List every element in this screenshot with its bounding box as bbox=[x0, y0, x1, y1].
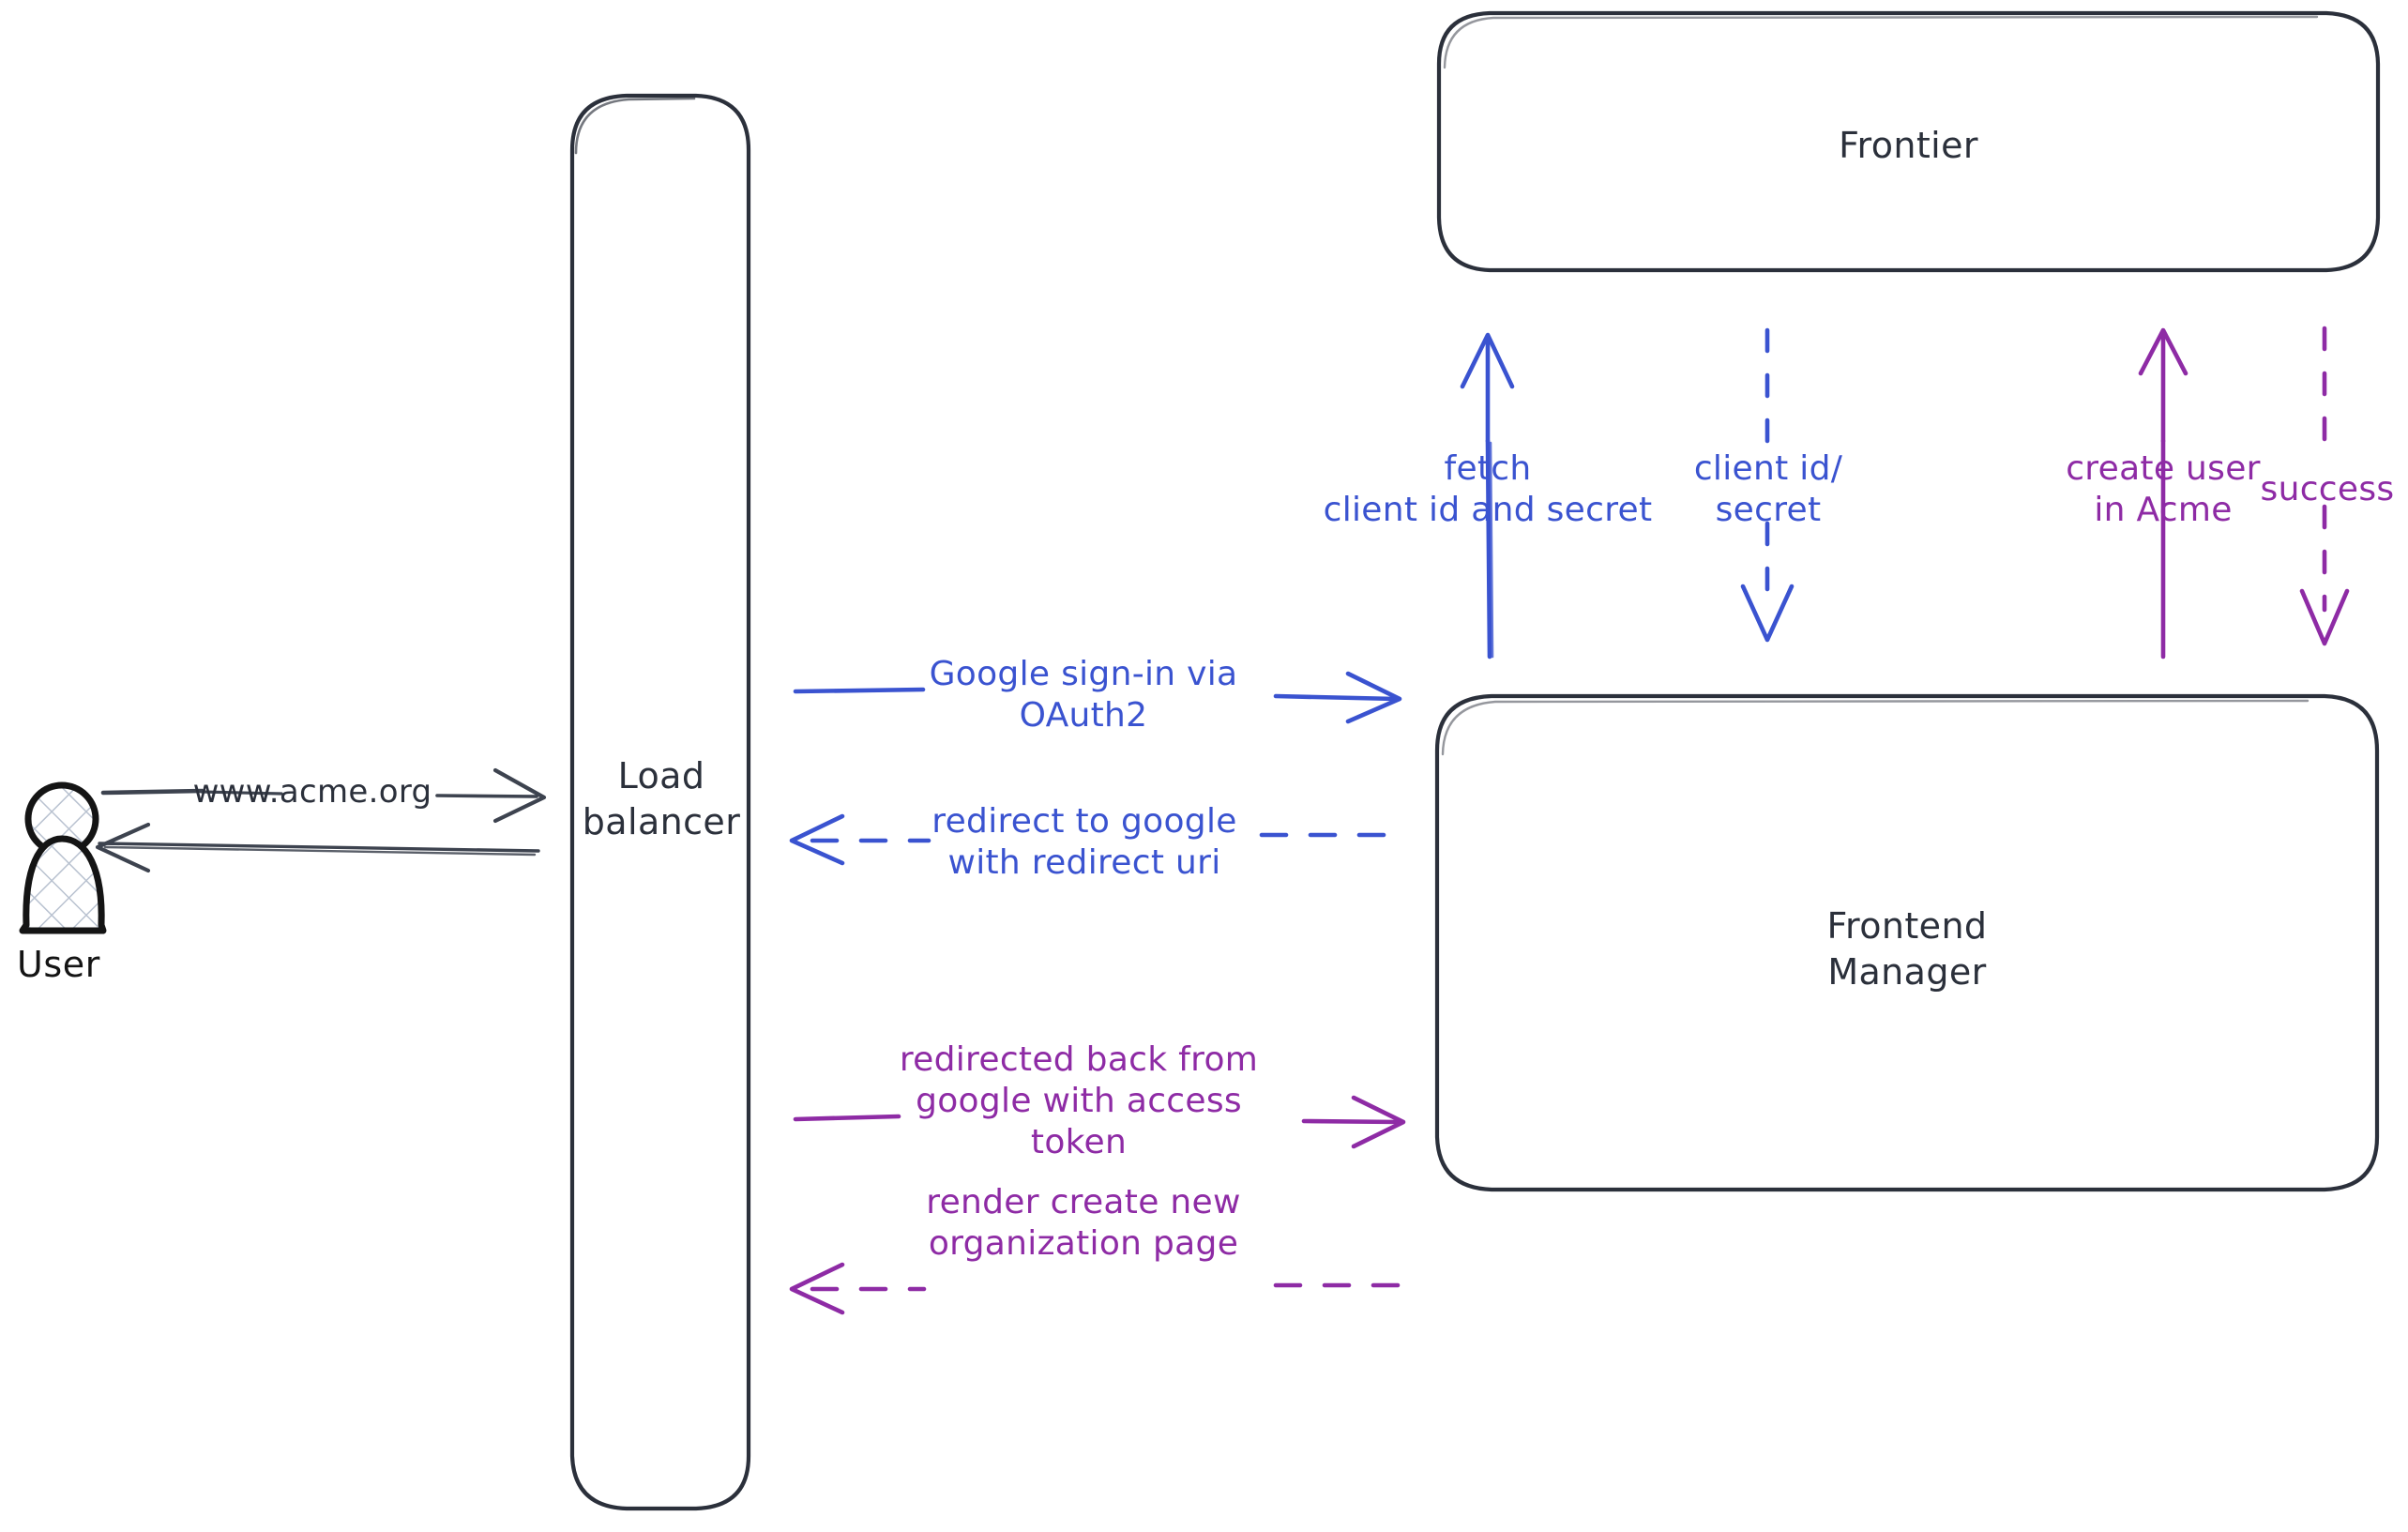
actor-user[interactable] bbox=[19, 781, 107, 934]
edge-fm-to-lb-render bbox=[789, 1262, 1402, 1315]
edge-label-lb-to-fm-token: redirected back from google with access … bbox=[899, 1040, 1259, 1161]
node-label-frontier: Frontier bbox=[1839, 125, 1978, 166]
edge-label-frontier-to-fm-creds: client id/ secret bbox=[1693, 449, 1843, 529]
edge-label-lb-to-fm-signin: Google sign-in via OAuth2 bbox=[929, 655, 1238, 735]
node-frontier[interactable] bbox=[1436, 10, 2381, 273]
node-label-load-balancer: Load balancer bbox=[582, 755, 741, 843]
edge-user-to-lb bbox=[100, 767, 547, 824]
node-label-frontend-manager: Frontend Manager bbox=[1826, 905, 1988, 994]
edge-fm-to-frontier-fetch bbox=[1460, 332, 1515, 660]
actor-label-user: User bbox=[17, 944, 101, 985]
edge-lb-to-fm-token bbox=[793, 1095, 1406, 1149]
edge-label-fm-to-lb-render: render create new organization page bbox=[926, 1183, 1241, 1263]
edge-lb-to-user bbox=[95, 822, 540, 873]
node-frontend-manager[interactable] bbox=[1434, 693, 2380, 1192]
edge-label-fm-to-lb-redirect: redirect to google with redirect uri bbox=[931, 802, 1237, 882]
edge-label-frontier-to-fm-success: success bbox=[2260, 470, 2395, 508]
edge-label-fm-to-frontier-fetch: fetch client id and secret bbox=[1323, 449, 1653, 529]
node-load-balancer[interactable] bbox=[569, 93, 751, 1511]
edge-fm-to-frontier-create bbox=[2138, 327, 2188, 660]
edge-frontier-to-fm-creds bbox=[1740, 327, 1795, 643]
edge-lb-to-fm-signin bbox=[793, 671, 1402, 724]
edge-label-fm-to-frontier-create: create user in Acme bbox=[2066, 449, 2261, 529]
edge-label-user-to-lb: www.acme.org bbox=[192, 773, 432, 811]
edge-fm-to-lb-redirect bbox=[789, 813, 1401, 866]
edge-frontier-to-fm-success bbox=[2299, 326, 2350, 646]
